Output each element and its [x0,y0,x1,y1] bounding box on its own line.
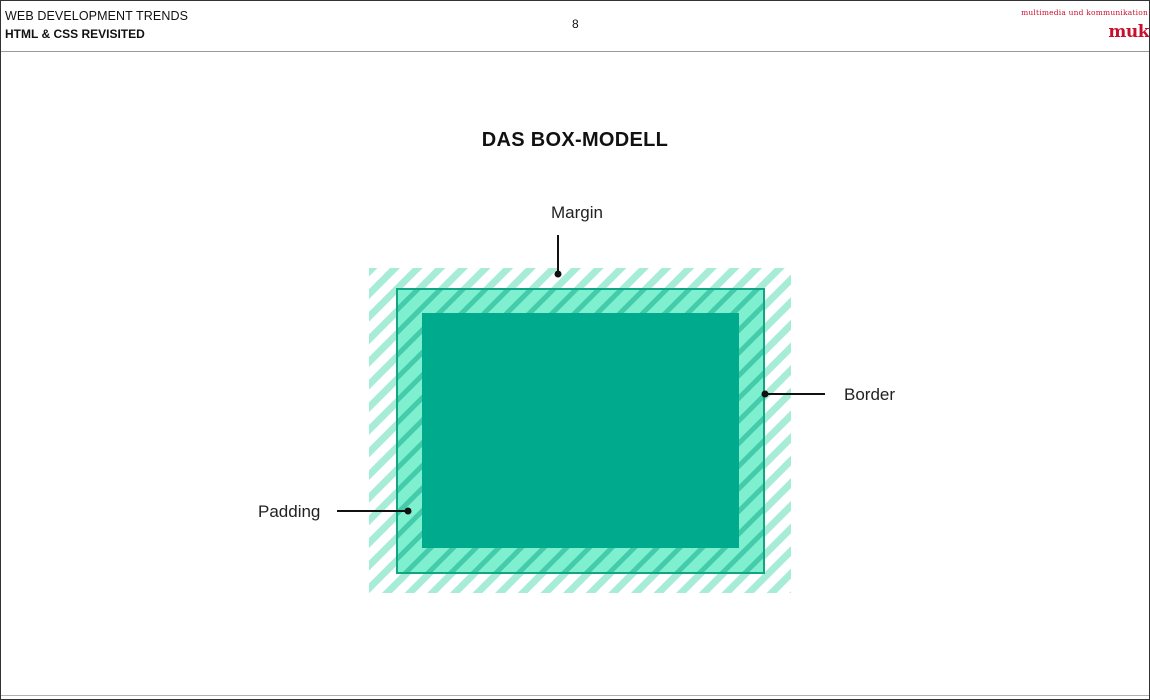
slide-header: WEB DEVELOPMENT TRENDS HTML & CSS REVISI… [1,1,1149,52]
page-number: 8 [572,17,579,31]
logo-mark: muk [1108,22,1149,42]
course-title: WEB DEVELOPMENT TRENDS [5,9,189,23]
course-subtitle: HTML & CSS REVISITED [5,27,145,41]
margin-label: Margin [551,203,603,222]
border-label: Border [844,385,896,404]
content-area [422,313,739,548]
margin-pointer-dot [554,270,562,278]
border-pointer-dot [761,390,769,398]
footer-rule [1,695,1149,696]
slide-title: DAS BOX-MODELL [481,129,669,151]
padding-pointer-dot [404,507,412,515]
logo-tagline: multimedia und kommunikation [1021,8,1148,17]
brand-logo: multimedia und kommunikation muk [1019,8,1149,42]
padding-label: Padding [258,502,321,521]
